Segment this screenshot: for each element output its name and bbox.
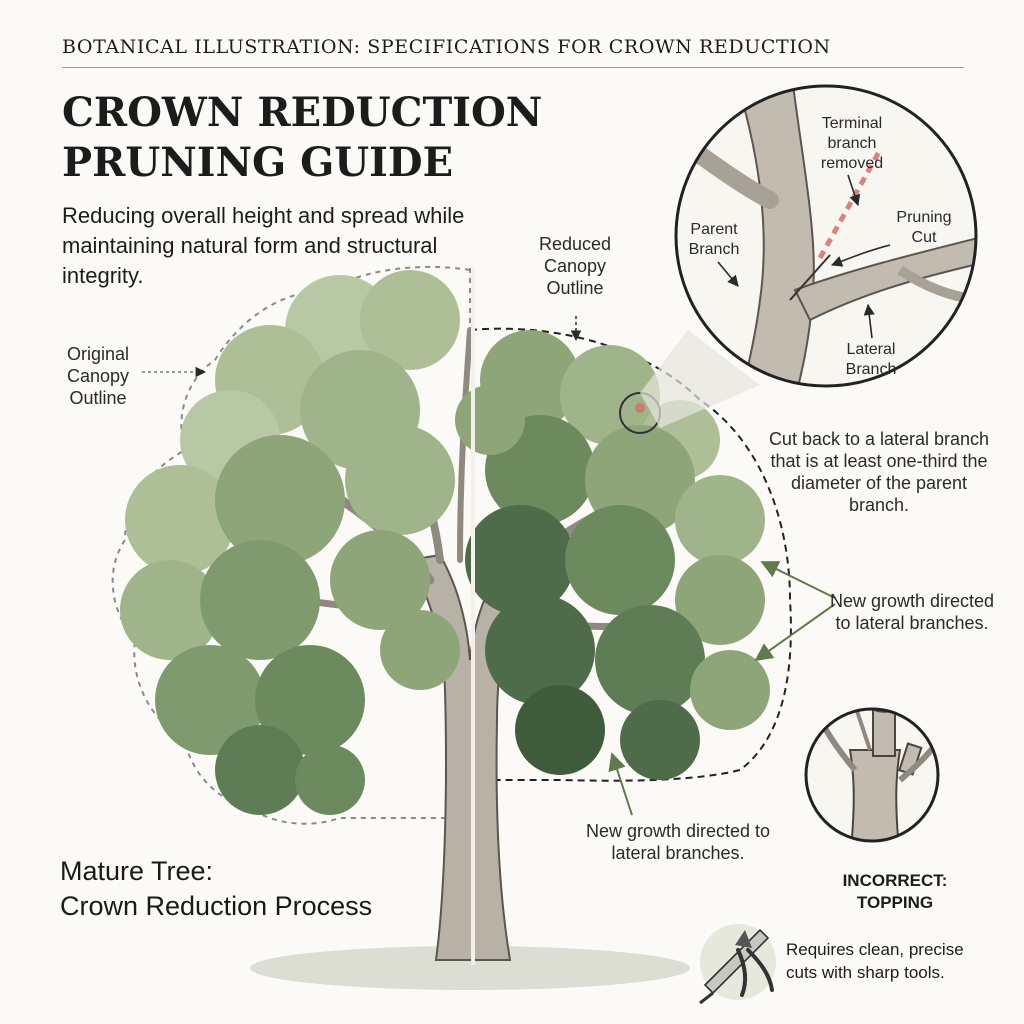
detail-rule-text: Cut back to a lateral branch that is at … <box>768 429 990 515</box>
arrow-terminal-branch <box>847 174 861 207</box>
header-divider <box>62 67 964 68</box>
arrow-growth-bottom <box>608 752 633 816</box>
label-parent-branch: Parent Branch <box>688 221 740 258</box>
label-new-growth-bottom: New growth directed to lateral branches. <box>585 821 771 863</box>
ground-shadow <box>250 946 690 990</box>
page-title-line2: PRUNING GUIDE <box>62 139 454 186</box>
page-subtitle: Reducing overall height and spread while… <box>62 203 465 288</box>
label-terminal-branch: Terminal branch removed <box>820 115 884 172</box>
tree-caption-line2: Crown Reduction Process <box>60 891 373 921</box>
topping-label: INCORRECT: TOPPING <box>810 870 980 914</box>
arrow-lateral-branch <box>863 303 875 339</box>
detail-inset <box>674 84 978 388</box>
arrow-growth-right-1 <box>760 561 836 599</box>
tree-caption-line1: Mature Tree: <box>60 856 214 886</box>
label-lateral-branch: Lateral Branch <box>845 341 897 378</box>
topping-label-line2: TOPPING <box>856 893 934 912</box>
topping-inset <box>804 707 940 843</box>
magnification-wedge <box>640 330 760 428</box>
label-new-growth-right: New growth directed to lateral branches. <box>829 591 995 633</box>
left-foliage <box>120 270 460 815</box>
pruning-highlight-mark <box>635 403 645 413</box>
arrow-parent-branch <box>717 261 739 287</box>
pruning-tools-icon <box>699 924 776 1005</box>
page-title: CROWN REDUCTION PRUNING GUIDE <box>62 88 642 188</box>
tree-caption: Mature Tree: Crown Reduction Process <box>60 854 460 924</box>
label-reduced-canopy: Reduced Canopy Outline <box>538 234 612 298</box>
label-original-canopy: Original Canopy Outline <box>66 344 130 408</box>
header-eyebrow: BOTANICAL ILLUSTRATION: SPECIFICATIONS F… <box>62 36 831 58</box>
right-foliage <box>455 330 770 780</box>
tools-note: Requires clean, precise cuts with sharp … <box>786 940 964 982</box>
page-title-line1: CROWN REDUCTION <box>62 89 543 136</box>
arrow-pruning-cut <box>830 244 891 267</box>
label-pruning-cut: Pruning Cut <box>896 209 952 246</box>
original-canopy-outline <box>111 265 471 825</box>
arrow-growth-right-2 <box>754 603 836 662</box>
topping-label-line1: INCORRECT: <box>842 871 948 890</box>
